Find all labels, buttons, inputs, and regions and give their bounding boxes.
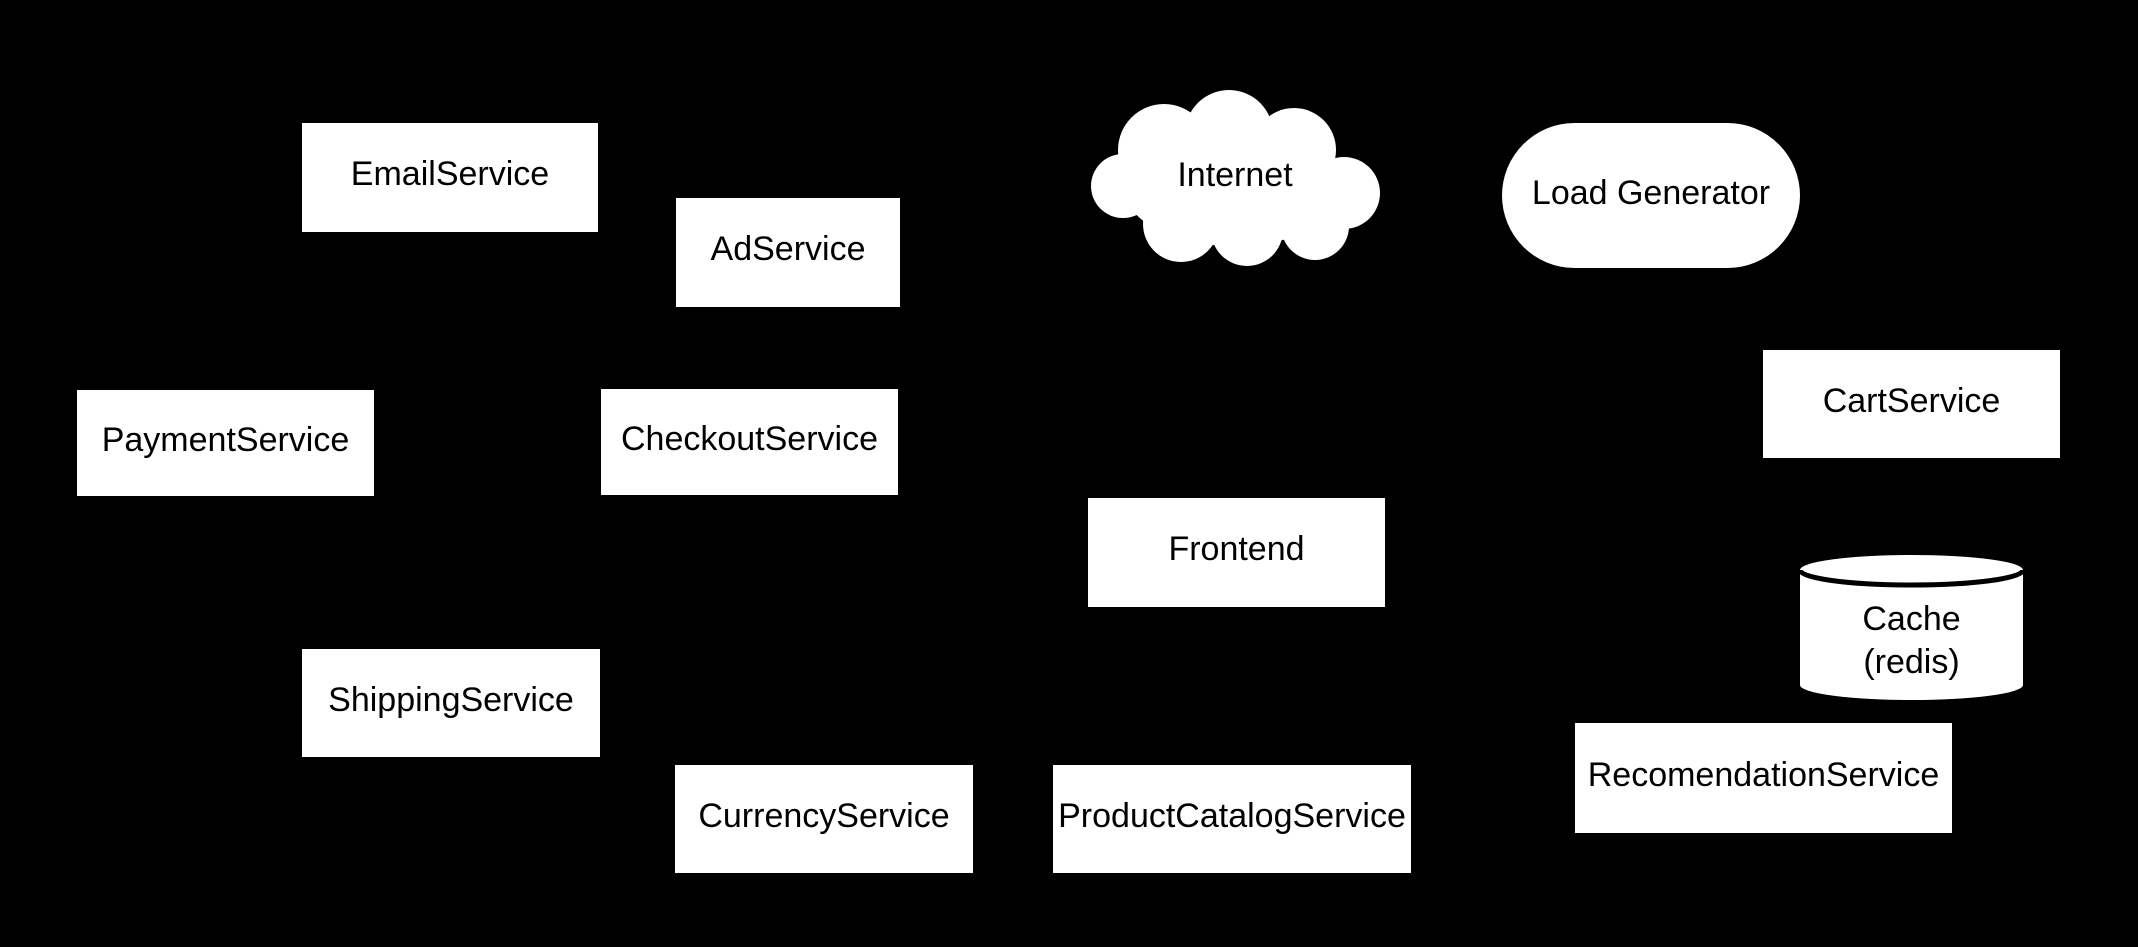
node-label: RecomendationService — [1587, 755, 1940, 794]
node-label: Load Generator — [1531, 174, 1771, 213]
node-checkout-service: CheckoutService — [601, 389, 898, 495]
node-label: ProductCatalogService — [1058, 796, 1406, 835]
node-load-generator: Load Generator — [1502, 123, 1800, 268]
node-label: EmailService — [350, 155, 550, 194]
node-shipping-service: ShippingService — [302, 649, 600, 757]
node-label: AdService — [710, 230, 866, 269]
node-label: CartService — [1822, 381, 2001, 420]
cache-label-line2: (redis) — [1863, 642, 1960, 681]
node-payment-service: PaymentService — [77, 390, 374, 496]
node-label: Cache (redis) — [1862, 572, 1960, 684]
database-cylinder-icon — [1800, 555, 2023, 700]
node-cart-service: CartService — [1763, 350, 2060, 458]
node-label: CurrencyService — [698, 796, 950, 835]
node-recommendation-service: RecomendationService — [1575, 723, 1952, 833]
node-currency-service: CurrencyService — [675, 765, 973, 873]
cloud-icon — [1091, 90, 1380, 266]
node-label: Frontend — [1168, 530, 1305, 569]
node-internet: Internet — [1089, 88, 1381, 272]
node-email-service: EmailService — [302, 123, 598, 232]
cache-label-line1: Cache — [1862, 599, 1961, 638]
node-label: CheckoutService — [620, 419, 878, 458]
node-label: Internet — [1177, 155, 1293, 194]
node-label: ShippingService — [328, 680, 574, 719]
node-ad-service: AdService — [676, 198, 900, 307]
node-frontend: Frontend — [1088, 498, 1385, 607]
node-cache-redis: Cache (redis) — [1800, 555, 2023, 700]
node-label: PaymentService — [101, 420, 350, 459]
node-product-catalog-service: ProductCatalogService — [1053, 765, 1411, 873]
